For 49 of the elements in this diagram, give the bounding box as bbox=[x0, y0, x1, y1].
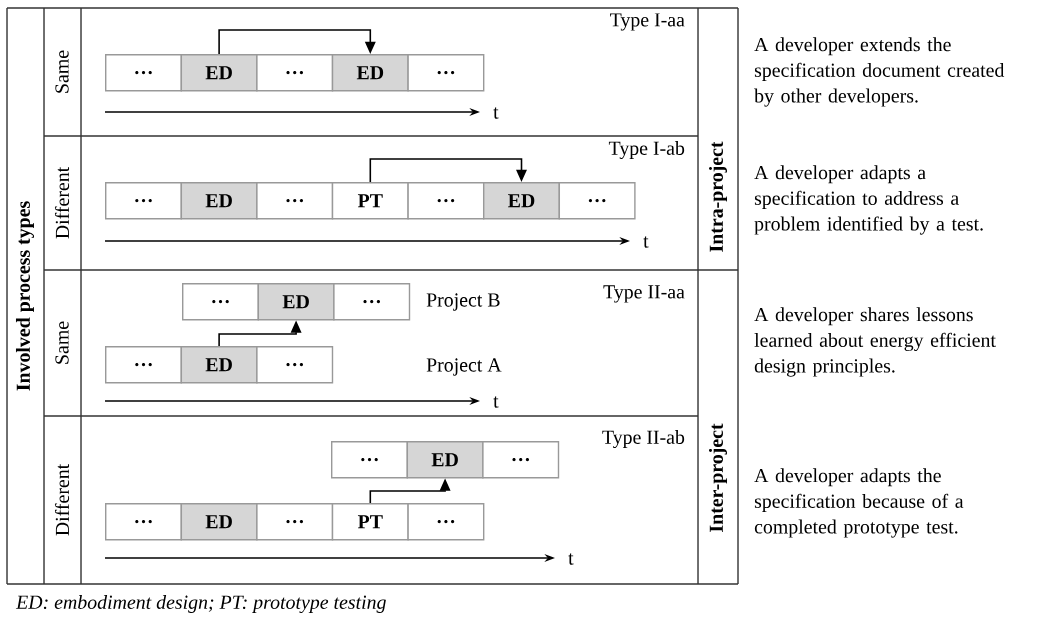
description-text: A developer adapts the specification because of a completed prototype test. bbox=[754, 468, 964, 538]
type-label: Type I-ab bbox=[608, 140, 685, 159]
row-label: Same bbox=[55, 50, 69, 93]
process-cell: … bbox=[105, 346, 182, 384]
row-label: Different bbox=[54, 463, 70, 536]
process-cell: … bbox=[256, 54, 334, 92]
arrow bbox=[218, 29, 376, 55]
process-cell: … bbox=[256, 182, 334, 220]
process-cell: … bbox=[256, 346, 334, 384]
process-cell: ED bbox=[257, 283, 335, 321]
description-text: A developer extends the specification document created by other developers. bbox=[754, 37, 1005, 107]
process-cell: ED bbox=[180, 54, 258, 92]
axis-label: t bbox=[493, 396, 499, 408]
axis-label: t bbox=[643, 236, 649, 248]
process-cell: ED bbox=[331, 54, 409, 92]
process-cell: ED bbox=[406, 441, 484, 479]
process-cell: ED bbox=[180, 346, 258, 384]
process-cell: ED bbox=[483, 182, 560, 220]
process-cell: ED bbox=[180, 503, 258, 541]
process-cell: … bbox=[105, 54, 182, 92]
axis-label: t bbox=[493, 107, 499, 119]
caption: ED: embodiment design; PT: prototype testing bbox=[15, 594, 386, 613]
process-cell: … bbox=[407, 503, 485, 541]
axis-label: t bbox=[568, 553, 574, 565]
project-label: Project A bbox=[426, 358, 502, 376]
arrow bbox=[369, 158, 527, 183]
process-cell: … bbox=[105, 503, 182, 541]
description-text: A developer shares lessons learned about energy efficient design principles. bbox=[754, 307, 996, 377]
process-cell: … bbox=[558, 182, 636, 220]
process-cell: PT bbox=[331, 503, 409, 541]
process-cell: … bbox=[407, 54, 485, 92]
process-cell: … bbox=[407, 182, 485, 220]
category-label: Intra-project bbox=[709, 141, 727, 252]
row-label: Different bbox=[54, 166, 70, 239]
process-cell: … bbox=[256, 503, 334, 541]
process-cell: … bbox=[105, 182, 182, 220]
type-label: Type I-aa bbox=[610, 13, 685, 31]
category-label: Inter-project bbox=[709, 423, 727, 532]
process-cell: … bbox=[482, 441, 560, 479]
category-label: Involved process types bbox=[16, 201, 35, 391]
process-cell: … bbox=[333, 283, 411, 321]
type-label: Type II-aa bbox=[603, 285, 685, 303]
process-cell: … bbox=[331, 441, 408, 479]
type-label: Type II-ab bbox=[602, 429, 685, 448]
process-cell: … bbox=[182, 283, 259, 321]
process-cell: PT bbox=[331, 182, 409, 220]
process-cell: ED bbox=[180, 182, 258, 220]
row-label: Same bbox=[55, 321, 69, 364]
description-text: A developer adapts a specification to address a problem identified by a test. bbox=[754, 165, 983, 235]
